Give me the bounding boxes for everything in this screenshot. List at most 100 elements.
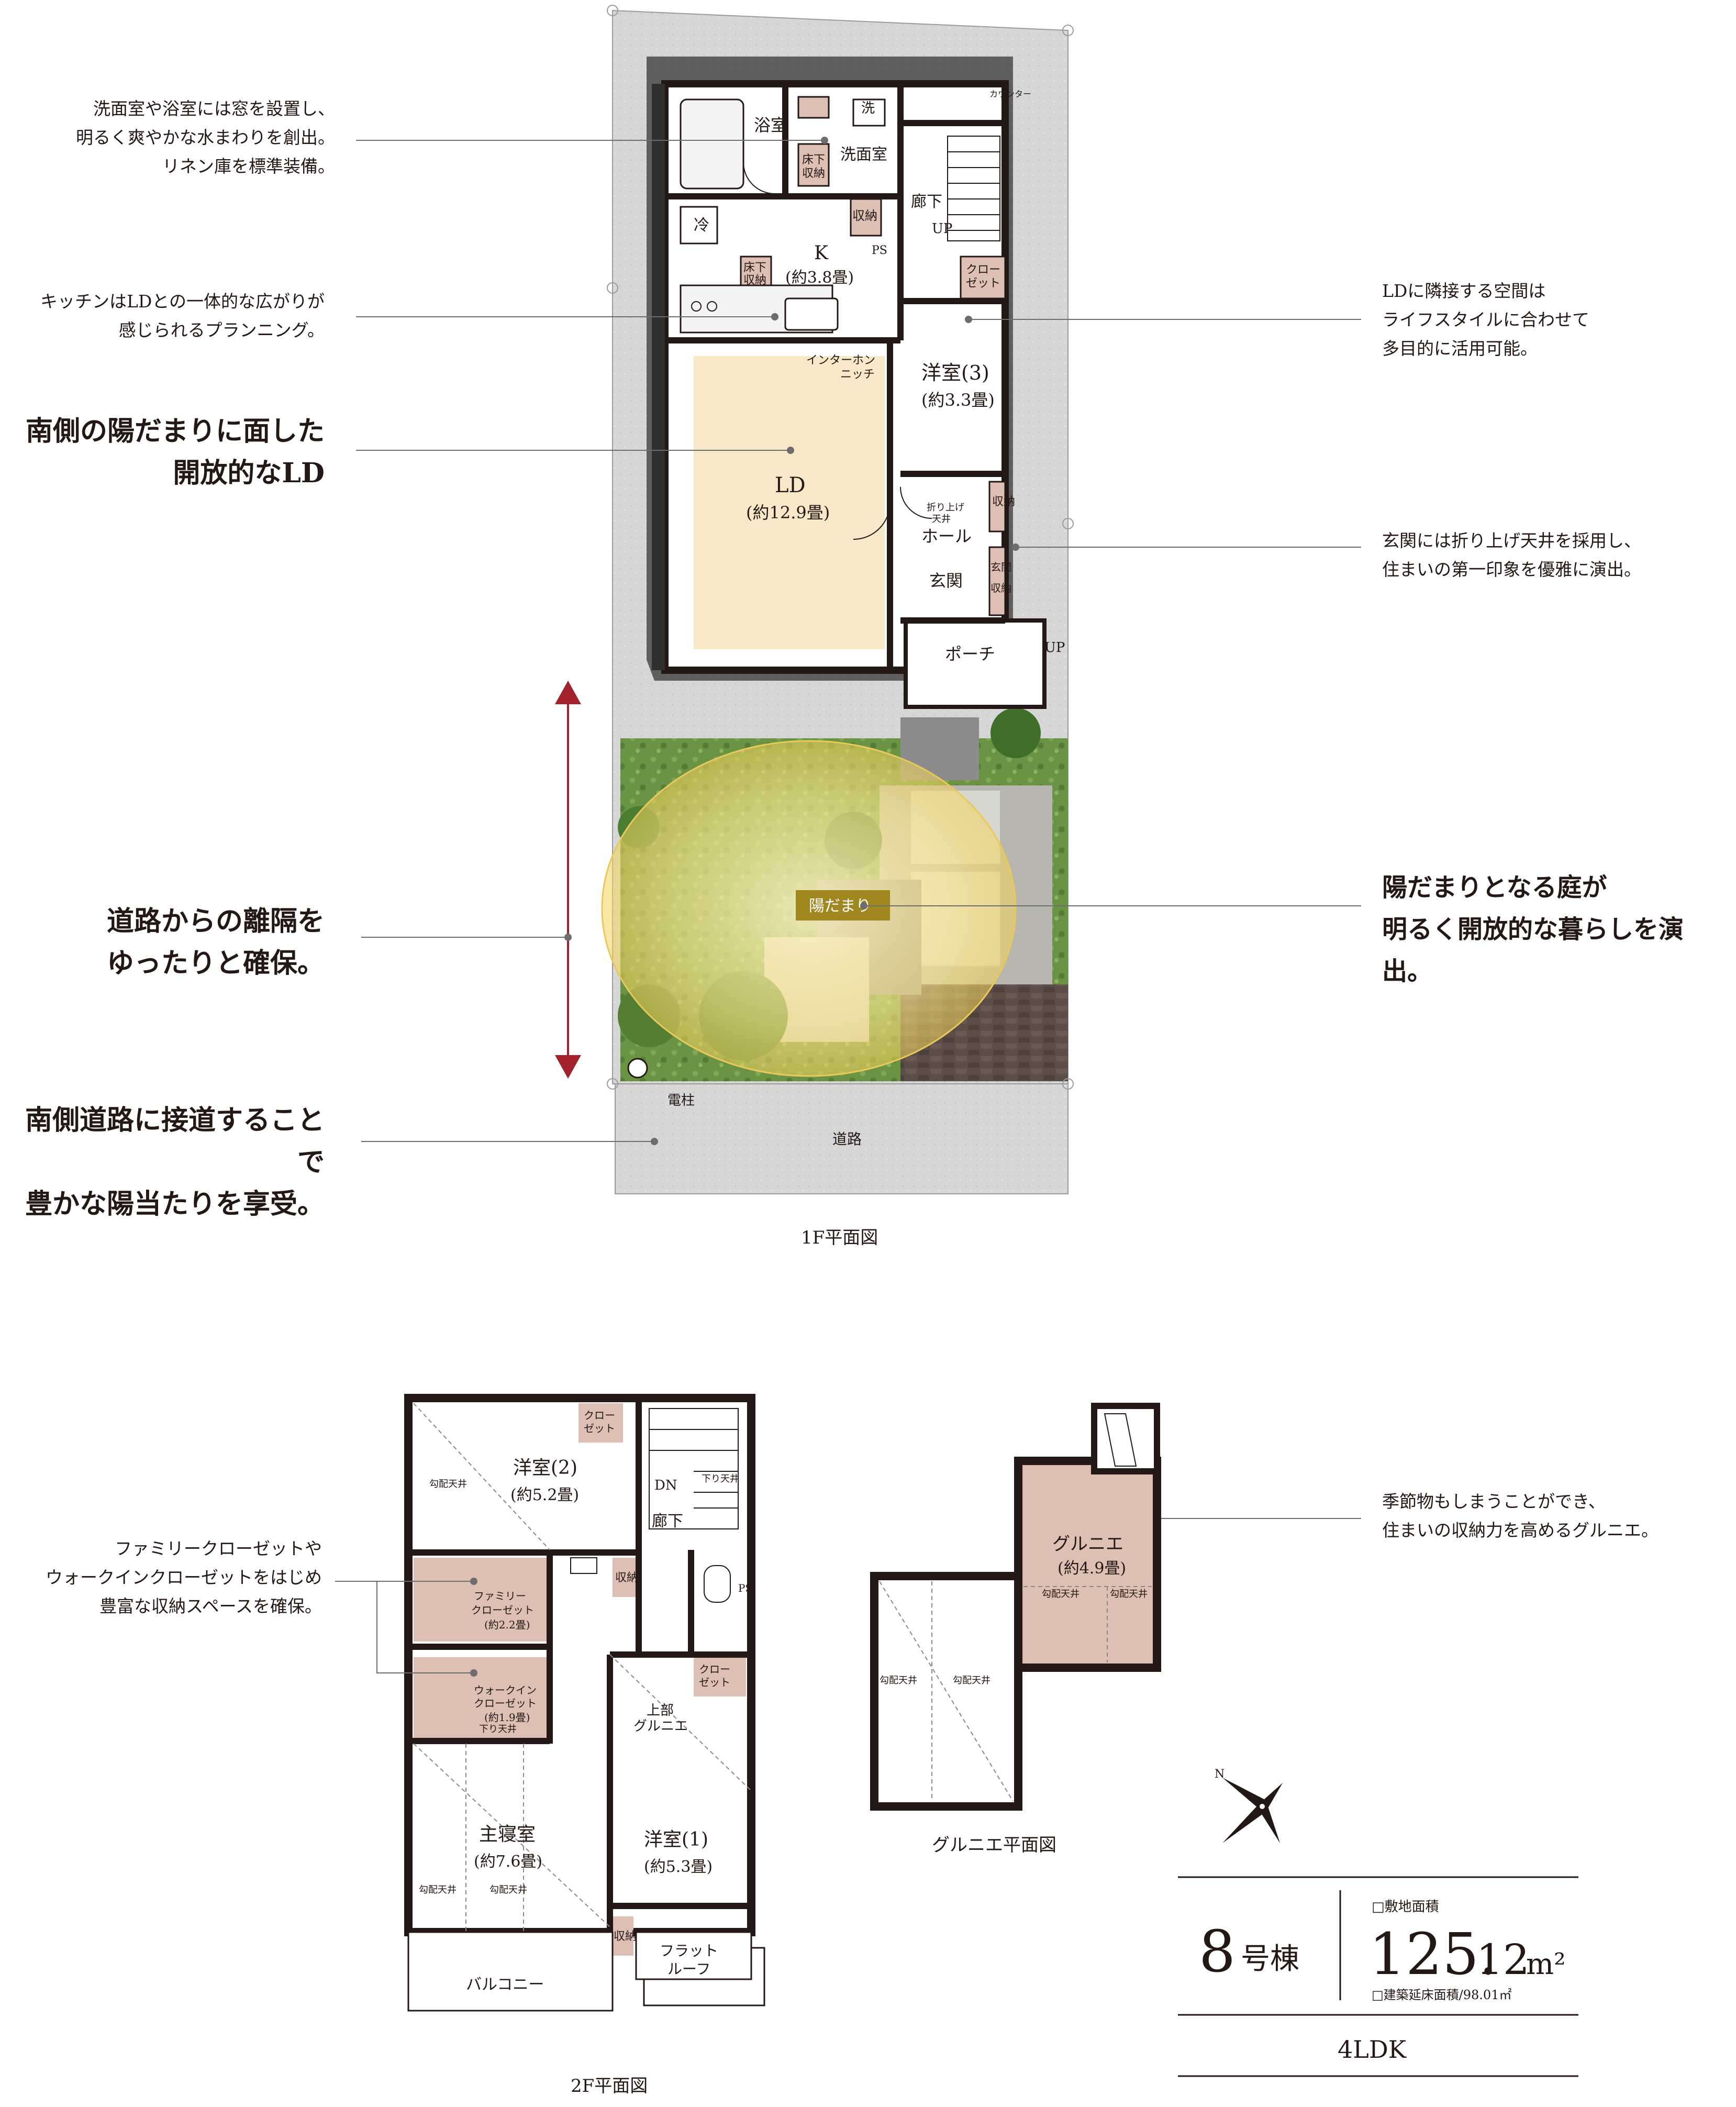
closet-room1 xyxy=(694,1657,746,1696)
label-pole: 電柱 xyxy=(667,1093,695,1108)
label-storage-hall: 収納 xyxy=(992,495,1015,508)
kitchen-island xyxy=(784,297,839,331)
label-corridor: 廊下 xyxy=(911,193,942,211)
building-suffix: 号棟 xyxy=(1241,1942,1299,1976)
road-area xyxy=(615,1083,1069,1194)
label-slope-1: 勾配天井 xyxy=(429,1479,467,1490)
note-family-closet: ファミリークローゼットやウォークインクローゼットをはじめ豊富な収納スペースを確保… xyxy=(46,1538,322,1616)
label-porch: ポーチ xyxy=(945,644,995,664)
label-slope-3: 勾配天井 xyxy=(489,1884,527,1895)
label-closet-2b: ゼット xyxy=(584,1422,615,1435)
label-family-b: クローゼット xyxy=(471,1604,534,1616)
compass-icon: N xyxy=(1215,1768,1283,1843)
label-down-1: 下り天井 xyxy=(702,1473,739,1484)
closet-room2 xyxy=(578,1403,623,1443)
label-genkan: 玄関 xyxy=(929,571,963,591)
info-box: 8 号棟 □敷地面積 125. 12 m² □建築延床面積/98.01㎡ 4LD… xyxy=(1178,1876,1578,2077)
tree xyxy=(991,708,1041,758)
porch-area xyxy=(904,618,1047,709)
label-kitchen-size: (約3.8畳) xyxy=(785,269,854,287)
label-family-c: (約2.2畳) xyxy=(484,1618,530,1631)
note-adjacent: LDに隣接する空間はライフスタイルに合わせて多目的に活用可能。 xyxy=(1382,281,1589,359)
label-intercom-a: インターホン xyxy=(806,354,875,367)
note-ld: 南側の陽だまりに面した開放的なLD xyxy=(26,415,325,489)
storage-2f-a xyxy=(613,1558,636,1597)
label-folded-b: 天井 xyxy=(932,514,951,525)
floor2-caption: 2F平面図 xyxy=(571,2076,648,2097)
floor2-labels: クロー ゼット 洋室(2) (約5.2畳) 勾配天井 下り天井 DN 廊下 収納… xyxy=(419,1409,752,1994)
family-closet xyxy=(414,1558,547,1642)
label-genkan-storage-a: 玄関 xyxy=(991,561,1011,573)
label-floor-storage-kb: 収納 xyxy=(743,274,766,287)
callout-lines xyxy=(356,137,1361,1145)
site-area-int: 125. xyxy=(1369,1921,1497,1988)
note-kitchen: キッチンはLDとの一体的な広がりが感じられるプランニング。 xyxy=(40,291,325,340)
label-folded-a: 折り上げ xyxy=(927,502,964,513)
site-area-dec: 12 xyxy=(1476,1935,1530,1984)
label-grenier-slope-4: 勾配天井 xyxy=(953,1675,991,1686)
compass-label: N xyxy=(1215,1768,1225,1781)
balcony xyxy=(407,1931,614,2012)
label-porch-up: UP xyxy=(1044,640,1065,656)
note-grenier: 季節物もしまうことができ、住まいの収納力を高めるグルニエ。 xyxy=(1382,1491,1659,1540)
label-closet-2a: クロー xyxy=(584,1409,615,1422)
label-ld: LD xyxy=(775,473,806,497)
distance-arrow xyxy=(555,681,581,1079)
floor1-caption: 1F平面図 xyxy=(801,1227,878,1248)
grenier-caption: グルニエ平面図 xyxy=(932,1835,1056,1856)
storage-hall xyxy=(988,481,1006,533)
label-balcony: バルコニー xyxy=(466,1976,544,1994)
label-flat-roof-b: ルーフ xyxy=(667,1960,710,1978)
label-storage-2b: 収納 xyxy=(614,1930,637,1943)
storage-corridor xyxy=(850,198,882,237)
label-hall: ホール xyxy=(921,526,972,546)
label-wash: 洗 xyxy=(861,101,875,116)
label-room2: 洋室(2) xyxy=(513,1457,577,1479)
note-road-gap: 道路からの離隔をゆったりと確保。 xyxy=(106,905,325,979)
label-kitchen: K xyxy=(814,242,829,264)
label-counter: カウンター xyxy=(989,89,1031,99)
label-road: 道路 xyxy=(832,1130,862,1148)
label-grenier-slope-2: 勾配天井 xyxy=(1110,1589,1148,1600)
floor1-plan xyxy=(601,5,1074,1194)
floor-area: □建築延床面積/98.01㎡ xyxy=(1372,1988,1511,2002)
note-south-road: 南側道路に接道することで豊かな陽当たりを享受。 xyxy=(25,1104,325,1220)
layout-type: 4LDK xyxy=(1338,2035,1407,2064)
note-entrance: 玄関には折り上げ天井を採用し、住まいの第一印象を優雅に演出。 xyxy=(1382,530,1641,580)
label-intercom-b: ニッチ xyxy=(840,368,875,381)
note-bath: 洗面室や浴室には窓を設置し、明るく爽やかな水まわりを創出。リネン庫を標準装備。 xyxy=(76,98,335,176)
label-floor-storage-ka: 床下 xyxy=(743,261,766,274)
label-washroom: 洗面室 xyxy=(840,146,887,164)
label-storage-2a: 収納 xyxy=(615,1571,638,1584)
label-closet-2d: ゼット xyxy=(699,1676,730,1689)
label-ps: PS xyxy=(872,244,887,257)
floor2-plan xyxy=(404,1394,765,2012)
label-genkan-storage-b: 収納 xyxy=(991,582,1011,594)
label-master-size: (約7.6畳) xyxy=(474,1853,542,1871)
label-up: UP xyxy=(932,221,952,237)
ld-floor xyxy=(694,356,885,649)
label-walkin-c: (約1.9畳) xyxy=(484,1711,530,1724)
label-room3: 洋室(3) xyxy=(921,361,989,384)
label-closet-2c: クロー xyxy=(699,1663,730,1676)
bathtub xyxy=(680,98,744,190)
label-room2-size: (約5.2畳) xyxy=(510,1486,579,1504)
label-grenier-slope-1: 勾配天井 xyxy=(1042,1589,1080,1600)
label-room1: 洋室(1) xyxy=(644,1829,708,1850)
label-flat-roof-a: フラット xyxy=(660,1942,718,1959)
walkin-closet xyxy=(414,1657,547,1738)
label-grenier-slope-3: 勾配天井 xyxy=(880,1675,917,1686)
label-refrigerator: 冷 xyxy=(694,216,709,235)
label-ps-2: PS xyxy=(738,1582,752,1594)
label-master: 主寝室 xyxy=(479,1824,536,1845)
floor1-labels: 浴室 洗面室 洗 床下 収納 収納 廊下 UP PS 冷 K (約3.8畳) 床… xyxy=(667,89,1065,1148)
closet-1f xyxy=(960,256,1006,300)
label-walkin-b: クローゼット xyxy=(474,1697,537,1710)
label-floor-storage-1b: 収納 xyxy=(802,167,825,180)
label-walkin-a: ウォークイン xyxy=(474,1684,537,1696)
label-corridor-2: 廊下 xyxy=(652,1512,683,1531)
label-upper-grenier-a: 上部 xyxy=(647,1703,674,1718)
label-room3-size: (約3.3畳) xyxy=(921,390,995,410)
site-area-unit: m² xyxy=(1526,1947,1566,1981)
label-closet-1b: ゼット xyxy=(966,277,1000,290)
